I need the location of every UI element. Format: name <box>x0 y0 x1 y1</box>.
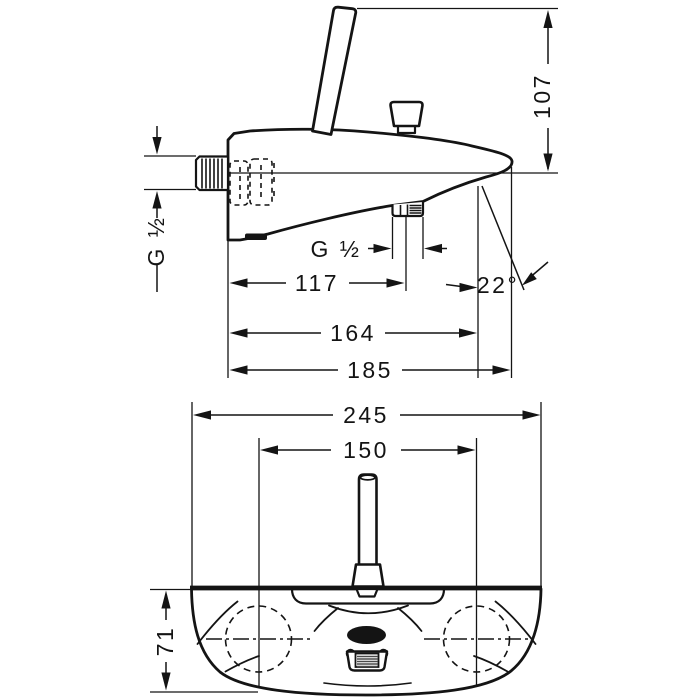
dim-height-107: 107 <box>529 10 555 172</box>
side-view: 107 G ½ G ½ <box>143 5 558 383</box>
dim-outlet-thread: G ½ <box>311 217 447 291</box>
handle-lever <box>311 5 358 136</box>
dim-label-150: 150 <box>343 437 389 463</box>
outlet-connector <box>391 202 425 218</box>
dim-150: 150 <box>258 437 478 687</box>
aerator-outlet <box>347 626 386 644</box>
faucet-body-outline <box>226 127 514 242</box>
dim-label-outlet-thread: G ½ <box>311 236 362 262</box>
hidden-union-detail <box>229 158 275 206</box>
dim-label-245: 245 <box>343 402 389 428</box>
dim-117: 117 <box>229 270 405 296</box>
surface-curves <box>196 600 537 687</box>
dim-245: 245 <box>191 402 542 586</box>
dim-71: 71 <box>150 588 258 693</box>
mounting-foot <box>245 233 267 240</box>
dim-label-inlet-thread: G ½ <box>143 216 169 267</box>
inlet-connector <box>194 155 230 192</box>
dim-label-107: 107 <box>529 73 555 119</box>
handle-hub-cone <box>351 563 385 588</box>
dim-label-117: 117 <box>295 270 339 296</box>
dim-185: 185 <box>229 167 513 383</box>
dim-164: 164 <box>229 186 479 378</box>
dim-inlet-thread: G ½ <box>143 126 196 292</box>
escutcheon-recess <box>290 587 446 605</box>
dim-label-164: 164 <box>330 320 376 346</box>
dim-angle-22: 22° <box>445 185 549 298</box>
bottom-view: 245 150 71 <box>150 402 543 697</box>
dim-label-angle: 22° <box>477 272 519 298</box>
outlet-thread-bottom <box>345 648 389 672</box>
diverter-knob <box>389 100 424 135</box>
dim-label-71: 71 <box>152 626 178 657</box>
dim-label-185: 185 <box>347 357 393 383</box>
handle-hub-below <box>355 587 379 598</box>
handle-rod <box>351 473 385 598</box>
